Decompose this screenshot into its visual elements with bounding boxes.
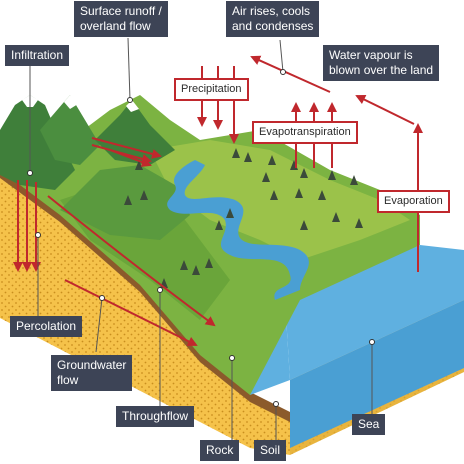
label-rock-text: Rock [206,443,234,457]
throughflow-arrow [47,195,216,327]
label-water-vapour-line2: blown over the land [329,63,434,77]
runoff-arrow [109,149,152,167]
label-evapotranspiration: Evapotranspiration [252,121,358,144]
label-evapotranspiration-text: Evapotranspiration [259,126,351,138]
label-evaporation-text: Evaporation [384,195,443,207]
runoff-arrow [91,144,152,164]
label-groundwater-line2: flow [57,373,79,387]
label-sea: Sea [352,414,386,435]
label-surface-runoff: Surface runoff / overland flow [74,1,168,37]
label-soil-text: Soil [260,443,281,457]
air-rises-arrow [250,55,331,93]
label-evaporation: Evaporation [377,190,450,213]
runoff-arrow [91,137,162,159]
label-precipitation: Precipitation [174,78,249,101]
label-surface-runoff-line1: Surface runoff / [80,4,162,18]
label-precipitation-text: Precipitation [181,83,242,95]
label-infiltration-text: Infiltration [11,48,64,62]
label-throughflow-text: Throughflow [122,409,189,423]
label-air-rises: Air rises, cools and condenses [226,1,320,37]
leader-dots [27,69,375,407]
label-groundwater-flow: Groundwater flow [51,355,133,391]
water-vapour-arrow [355,95,415,125]
label-infiltration: Infiltration [5,45,70,66]
label-sea-text: Sea [358,417,380,431]
label-throughflow: Throughflow [116,406,195,427]
river [167,160,309,300]
label-water-vapour-line1: Water vapour is [329,48,413,62]
label-air-rises-line1: Air rises, cools [232,4,311,18]
label-water-vapour: Water vapour is blown over the land [323,45,440,81]
label-percolation: Percolation [10,316,83,337]
leader-lines [29,37,373,440]
groundwater-arrow [64,279,198,346]
label-groundwater-line1: Groundwater [57,358,127,372]
label-percolation-text: Percolation [16,319,77,333]
soil-layer [0,165,290,422]
label-soil: Soil [254,440,287,461]
label-rock: Rock [200,440,240,461]
label-surface-runoff-line2: overland flow [80,19,151,33]
label-air-rises-line2: and condenses [232,19,314,33]
trees [124,148,363,288]
